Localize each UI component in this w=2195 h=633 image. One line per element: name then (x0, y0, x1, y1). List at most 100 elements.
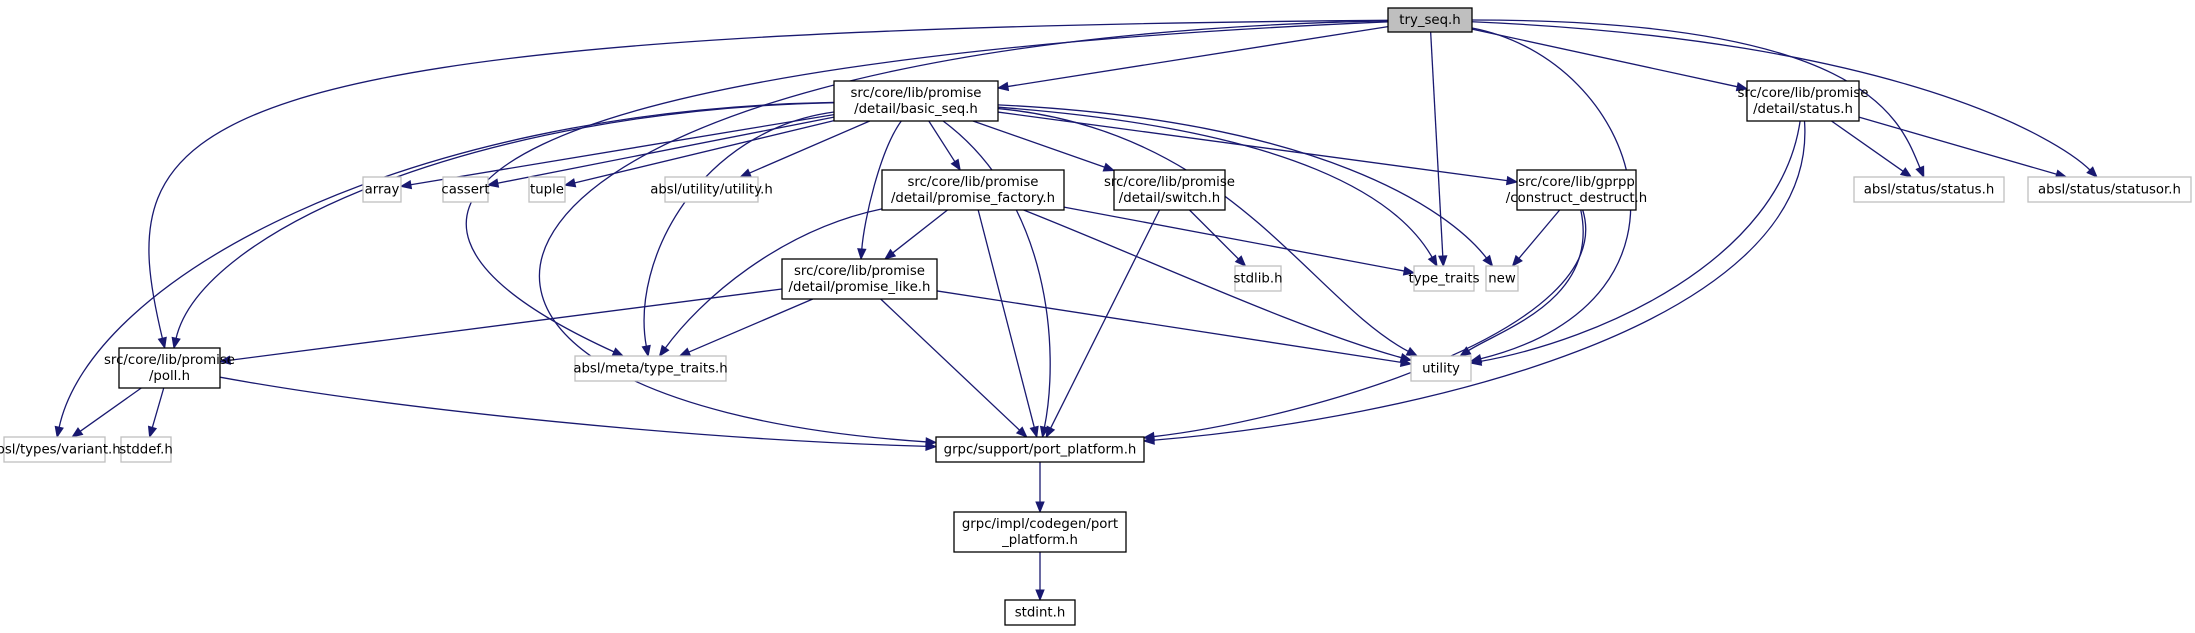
arrowhead-icon (1899, 167, 1913, 178)
arrowhead-icon (1402, 266, 1416, 276)
edge-switch-to-port_platform (1045, 209, 1161, 439)
node-status-detail[interactable]: src/core/lib/promise/detail/status.h (1738, 80, 1869, 122)
node-label: array (365, 183, 400, 198)
arrowhead-icon (950, 158, 961, 172)
arrowhead-icon (678, 347, 692, 357)
node-box (1387, 7, 1473, 33)
arrowhead-icon (1735, 81, 1749, 92)
edge-line (687, 298, 814, 354)
edge-basic_seq-to-utility (997, 107, 1419, 357)
node-label: new (1488, 272, 1516, 287)
node-label: cassert (441, 183, 489, 198)
edge-line (1467, 209, 1584, 352)
node-label: type_traits (1408, 272, 1479, 287)
edge-promise_like-to-poll (218, 288, 783, 365)
edge-line (1858, 116, 2058, 176)
edge-poll-to-absl_variant (71, 387, 142, 438)
node-array: array (362, 176, 402, 203)
arrowhead-icon (171, 336, 181, 350)
edge-basic_seq-to-new (997, 104, 1494, 268)
edge-line (1152, 120, 1806, 441)
node-label: /detail/promise_factory.h (891, 191, 1055, 206)
node-label: stdlib.h (1233, 272, 1282, 287)
node-stdlib: stdlib.h (1233, 265, 1283, 292)
node-label: absl/utility/utility.h (650, 183, 773, 198)
edge-line (997, 104, 1488, 260)
arrowhead-icon (1029, 425, 1039, 439)
edge-line (58, 101, 835, 429)
node-label: src/core/lib/promise (908, 175, 1039, 190)
arrowhead-icon (641, 344, 651, 358)
node-label: src/core/lib/promise (1104, 175, 1235, 190)
arrowhead-icon (54, 425, 64, 439)
node-promise-factory[interactable]: src/core/lib/promise/detail/promise_fact… (881, 169, 1065, 211)
arrowhead-icon (486, 178, 500, 188)
edge-construct_destruct-to-utility (1459, 209, 1584, 357)
node-poll[interactable]: src/core/lib/promise/poll.h (104, 347, 235, 389)
edge-basic_seq-to-switch (972, 120, 1116, 172)
edge-try_seq-to-status_detail (1471, 28, 1749, 92)
arrowhead-icon (2086, 166, 2098, 178)
edge-try_seq-to-basic_seq (996, 25, 1389, 92)
edge-line (219, 376, 928, 447)
node-label: /detail/switch.h (1119, 191, 1220, 206)
edge-line (942, 120, 1051, 429)
node-codegen-port-platform[interactable]: grpc/impl/codegen/port_platform.h (953, 511, 1127, 553)
edge-try_seq-to-poll (148, 19, 1389, 350)
node-cassert: cassert (441, 176, 490, 203)
edge-construct_destruct-to-port_platform (1142, 209, 1587, 442)
nodes-layer: try_seq.h src/core/lib/promise/detail/bas… (0, 7, 2192, 626)
node-box (120, 436, 172, 463)
arrowhead-icon (739, 168, 752, 178)
node-basic-seq[interactable]: src/core/lib/promise/detail/basic_seq.h (833, 80, 999, 122)
edge-promise_like-to-port_platform (880, 298, 1028, 438)
node-absl-utility: absl/utility/utility.h (650, 176, 773, 203)
edge-line (1152, 209, 1587, 438)
edge-line (573, 120, 835, 184)
node-label: _platform.h (1001, 533, 1078, 548)
node-label: grpc/impl/codegen/port (962, 517, 1118, 532)
edge-try_seq-to-type_traits (1430, 31, 1448, 268)
node-box (781, 258, 938, 300)
node-label: absl/types/variant.h (0, 443, 121, 458)
arrowhead-icon (147, 425, 158, 439)
edge-basic_seq-to-promise_like (857, 120, 902, 261)
edge-promise_factory-to-port_platform (977, 209, 1039, 439)
edge-basic_seq-to-promise_factory (928, 120, 961, 172)
arrowhead-icon (1035, 501, 1045, 514)
node-box (1516, 169, 1637, 211)
node-absl-status: absl/status/status.h (1853, 176, 2005, 203)
arrowhead-icon (658, 344, 670, 358)
node-label: stddef.h (119, 443, 173, 458)
node-label: absl/status/status.h (1864, 183, 1995, 198)
arrowhead-icon (1915, 165, 1925, 179)
edge-line (997, 107, 1410, 353)
node-stdint[interactable]: stdint.h (1004, 599, 1076, 626)
edge-basic_seq-to-construct_destruct (997, 111, 1519, 186)
node-absl-meta-type-traits: absl/meta/type_traits.h (573, 355, 728, 382)
node-type-traits: type_traits (1408, 265, 1480, 292)
node-stddef: stddef.h (119, 436, 173, 463)
node-box (1853, 176, 2005, 203)
arrowhead-icon (883, 248, 897, 260)
node-tuple: tuple (528, 176, 566, 203)
node-port-platform[interactable]: grpc/support/port_platform.h (935, 436, 1145, 463)
edge-line (936, 290, 1403, 364)
arrowhead-icon (1505, 175, 1519, 186)
node-promise-like[interactable]: src/core/lib/promise/detail/promise_like… (781, 258, 938, 300)
edge-construct_destruct-to-new (1511, 209, 1561, 268)
edge-basic_seq-to-type_traits (997, 106, 1438, 268)
node-construct-destruct[interactable]: src/core/lib/gprpp/construct_destruct.h (1506, 169, 1647, 211)
edge-promise_factory-to-promise_like (883, 209, 948, 260)
node-box (1410, 355, 1472, 382)
edge-line (977, 209, 1036, 429)
node-try-seq[interactable]: try_seq.h (1387, 7, 1473, 33)
edge-line (79, 387, 142, 433)
edge-line (880, 298, 1021, 432)
edge-status_detail-to-utility (1469, 120, 1801, 366)
node-label: src/core/lib/promise (104, 353, 235, 368)
node-label: absl/status/statusor.h (2038, 183, 2181, 198)
node-switch[interactable]: src/core/lib/promise/detail/switch.h (1104, 169, 1235, 211)
node-label: src/core/lib/gprpp (1518, 175, 1635, 190)
edge-promise_factory-to-utility (1023, 209, 1413, 363)
